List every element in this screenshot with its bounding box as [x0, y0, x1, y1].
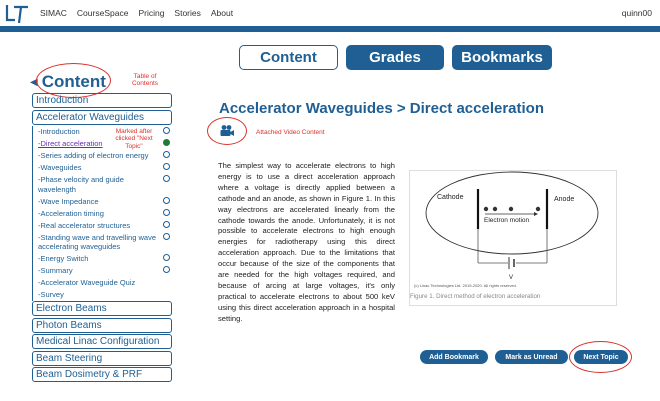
subtopic-label: -Direct acceleration — [38, 139, 103, 148]
user-menu[interactable]: quinn00 — [621, 8, 652, 18]
progress-marker-icon — [163, 175, 170, 182]
nav-link-about[interactable]: About — [210, 8, 234, 18]
subtopic-phase-velocity-and-guide-wavelength[interactable]: -Phase velocity and guide wavelength — [38, 174, 172, 196]
next-topic-highlight — [569, 341, 632, 373]
progress-marker-icon — [163, 220, 170, 228]
header-divider — [0, 26, 660, 32]
electron-motion-label: Electron motion — [484, 217, 530, 224]
subtopic-standing-wave-and-travelling-wave-accelerating-waveguides[interactable]: -Standing wave and travelling wave accel… — [38, 232, 172, 254]
subtopic-accelerator-waveguide-quiz[interactable]: -Accelerator Waveguide Quiz — [38, 277, 172, 289]
tab-content[interactable]: Content — [239, 45, 338, 70]
subtopic-list: -Introduction -Direct acceleration -Series… — [32, 126, 172, 301]
sidebar-section-beam-steering[interactable]: Beam Steering — [32, 350, 172, 366]
progress-marker-icon — [163, 232, 170, 240]
progress-marker-icon — [163, 266, 170, 273]
subtopic-label: -Series adding of electron energy — [38, 151, 149, 160]
subtopic-label: -Energy Switch — [38, 254, 89, 263]
figure-caption: Figure 1. Direct method of electron acce… — [410, 293, 541, 300]
video-camera-icon[interactable] — [219, 124, 235, 138]
sidebar-section-electron-beams[interactable]: Electron Beams — [32, 301, 172, 316]
progress-marker-icon — [163, 127, 170, 134]
page-title: Accelerator Waveguides > Direct accelera… — [219, 100, 545, 117]
subtopic-summary[interactable]: -Summary — [38, 265, 172, 277]
top-nav: SIMAC CourseSpace Pricing Stories About … — [0, 0, 660, 26]
tab-grades[interactable]: Grades — [346, 45, 444, 70]
nav-links: SIMAC CourseSpace Pricing Stories About — [40, 8, 233, 18]
mark-unread-button[interactable]: Mark as Unread — [495, 350, 568, 364]
subtopic-real-accelerator-structures[interactable]: -Real accelerator structures — [38, 220, 172, 232]
anode-label: Anode — [554, 196, 574, 203]
subtopic-energy-switch[interactable]: -Energy Switch — [38, 253, 172, 265]
progress-marker-icon — [163, 196, 170, 204]
subtopic-survey[interactable]: -Survey — [38, 289, 172, 301]
figure-copyright: (c) Linac Technologies Ltd. 2019-2020. A… — [414, 283, 517, 288]
subtopic-label: -Introduction — [38, 127, 80, 136]
subtopic-label: -Wave Impedance — [38, 196, 99, 206]
nav-link-simac[interactable]: SIMAC — [40, 8, 67, 18]
toc-annotation: Table of Contents — [131, 73, 159, 88]
subtopic-label: -Waveguides — [38, 163, 82, 172]
collapse-icon[interactable]: ◀ — [30, 76, 38, 88]
toc-highlight — [36, 63, 111, 98]
sidebar-section-medical-linac-configuration[interactable]: Medical Linac Configuration — [32, 334, 172, 349]
completed-marker-icon — [163, 139, 170, 146]
subtopic-direct-acceleration[interactable]: -Direct acceleration — [38, 138, 172, 150]
sidebar-section-introduction[interactable]: Introduction — [32, 93, 172, 108]
logo-icon[interactable] — [4, 3, 30, 25]
nav-link-coursespace[interactable]: CourseSpace — [76, 8, 129, 18]
progress-marker-icon — [163, 254, 170, 261]
lesson-body: The simplest way to accelerate electrons… — [218, 161, 395, 323]
subtopic-label: -Accelerator Waveguide Quiz — [38, 278, 136, 287]
subtopic-label: -Standing wave and travelling wave accel… — [38, 232, 156, 252]
subtopic-waveguides[interactable]: -Waveguides — [38, 162, 172, 174]
figure-1: Cathode Anode Electron motion V (c) Lina… — [409, 170, 617, 306]
subtopic-label: -Real accelerator structures — [38, 220, 131, 230]
subtopic-series-adding-of-electron-energy[interactable]: -Series adding of electron energy — [38, 150, 172, 162]
subtopic-label: -Acceleration timing — [38, 208, 104, 218]
marked-annotation: Marked after clicked "Next Topic" — [115, 128, 153, 150]
sidebar-section-beam-dosimetry-prf[interactable]: Beam Dosimetry & PRF — [32, 367, 172, 382]
video-annotation: Attached Video Content — [256, 129, 325, 136]
acceleration-diagram: Cathode Anode Electron motion V (c) Lina… — [414, 171, 599, 288]
subtopic-label: -Summary — [38, 266, 73, 275]
progress-marker-icon — [163, 163, 170, 170]
subtopic-wave-impedance[interactable]: -Wave Impedance — [38, 196, 172, 208]
tab-bookmarks[interactable]: Bookmarks — [452, 45, 552, 70]
video-highlight — [207, 117, 247, 145]
sidebar-section-accelerator-waveguides[interactable]: Accelerator Waveguides — [32, 109, 172, 125]
sidebar-section-photon-beams[interactable]: Photon Beams — [32, 317, 172, 333]
subtopic-label: -Survey — [38, 290, 64, 299]
progress-marker-icon — [163, 151, 170, 158]
cathode-label: Cathode — [437, 194, 464, 201]
voltage-label: V — [509, 275, 513, 281]
subtopic-label: -Phase velocity and guide wavelength — [38, 175, 124, 194]
nav-link-stories[interactable]: Stories — [174, 8, 201, 18]
subtopic-introduction[interactable]: -Introduction — [38, 126, 172, 138]
progress-marker-icon — [163, 208, 170, 216]
nav-link-pricing[interactable]: Pricing — [138, 8, 165, 18]
subtopic-acceleration-timing[interactable]: -Acceleration timing — [38, 208, 172, 220]
add-bookmark-button[interactable]: Add Bookmark — [420, 350, 488, 364]
